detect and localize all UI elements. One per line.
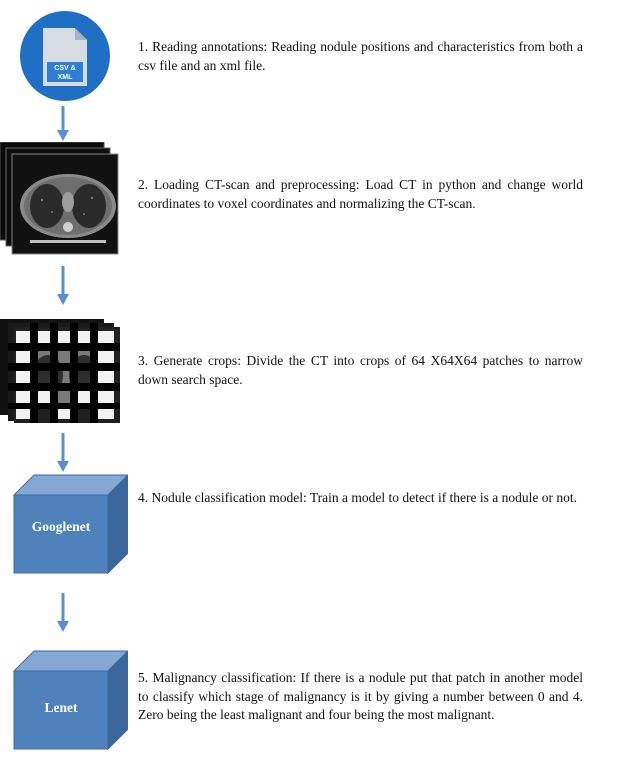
step-2-description: 2. Loading CT-scan and preprocessing: Lo… (138, 177, 583, 211)
lenet-label: Lenet (45, 700, 78, 715)
step-3-description: 3. Generate crops: Divide the CT into cr… (138, 353, 583, 387)
ct-crops-grid-image (0, 315, 122, 425)
lenet-cube-icon: Lenet (12, 649, 130, 753)
down-arrow-3 (57, 433, 69, 472)
step-5-description: 5. Malignancy classification: If there i… (138, 670, 583, 722)
step-4-description: 4. Nodule classification model: Train a … (138, 490, 578, 505)
file-label-top: CSV & (54, 65, 75, 72)
csv-xml-file-icon: CSV & XML (19, 10, 111, 102)
googlenet-cube-icon: Googlenet (12, 473, 130, 577)
down-arrow-4 (57, 593, 69, 632)
step-1-description: 1. Reading annotations: Reading nodule p… (138, 39, 583, 73)
googlenet-label: Googlenet (32, 519, 91, 534)
down-arrow-2 (57, 266, 69, 305)
file-label-bottom: XML (58, 74, 74, 81)
down-arrow-1 (57, 106, 69, 141)
ct-scan-stack-image (0, 141, 124, 258)
